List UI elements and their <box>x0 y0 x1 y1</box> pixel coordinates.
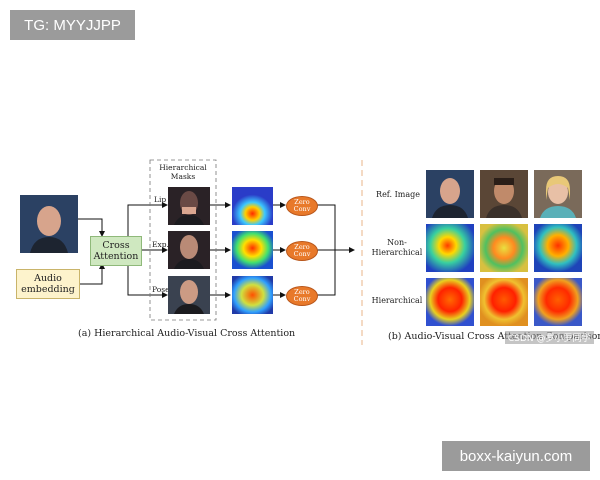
branch-label-lip: Lip <box>154 195 167 204</box>
mask-image-exp <box>168 231 210 269</box>
hier-heatmap-1 <box>426 278 474 326</box>
hier-heatmap-2 <box>480 278 528 326</box>
ref-image-3 <box>534 170 582 218</box>
zero-conv-lip: Zero Conv <box>286 196 318 216</box>
mask-image-pose <box>168 276 210 314</box>
audio-embedding-box: Audio embedding <box>16 269 80 299</box>
watermark-top-left: TG: MYYJJPP <box>10 10 135 40</box>
ref-image-1 <box>426 170 474 218</box>
heatmap-exp <box>232 231 273 269</box>
caption-a: (a) Hierarchical Audio-Visual Cross Atte… <box>78 328 296 339</box>
non-hier-heatmap-1 <box>426 224 474 272</box>
ref-image-2 <box>480 170 528 218</box>
hier-heatmap-3 <box>534 278 582 326</box>
row-label-non-hierarchical: Non-Hierarchical <box>371 238 423 257</box>
row-label-hierarchical: Hierarchical <box>371 296 423 305</box>
heatmap-pose <box>232 276 273 314</box>
branch-label-exp: Exp. <box>152 240 169 249</box>
heatmap-lip <box>232 187 273 225</box>
branch-label-pose: Pose <box>152 285 170 294</box>
cross-attention-box: Cross Attention <box>90 236 142 266</box>
caption-b: (b) Audio-Visual Cross Attention Compari… <box>388 331 600 342</box>
mask-image-lip <box>168 187 210 225</box>
non-hier-heatmap-3 <box>534 224 582 272</box>
input-face-image <box>20 195 78 253</box>
non-hier-heatmap-2 <box>480 224 528 272</box>
watermark-bottom-right: boxx-kaiyun.com <box>442 441 590 471</box>
masks-title: Hierarchical Masks <box>159 163 207 181</box>
csdn-overlay: CSDN @罗小罗同学 <box>505 331 594 344</box>
row-label-ref-image: Ref. Image <box>376 190 420 199</box>
zero-conv-pose: Zero Conv <box>286 286 318 306</box>
zero-conv-exp: Zero Conv <box>286 241 318 261</box>
